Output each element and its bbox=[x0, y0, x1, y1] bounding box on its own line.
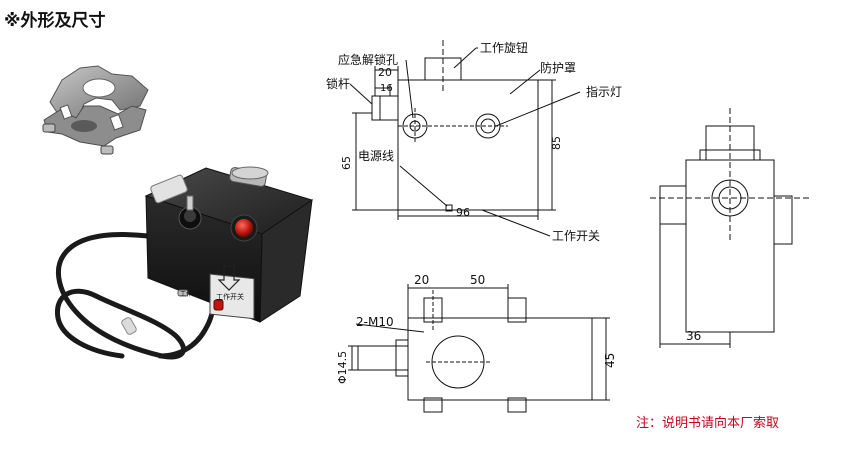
side-view-labels: 36 bbox=[686, 329, 701, 343]
label-indicator-lamp: 指示灯 bbox=[586, 84, 622, 99]
label-work-knob: 工作旋钮 bbox=[480, 40, 528, 55]
footnote: 注：说明书请向本厂索取 bbox=[636, 416, 780, 431]
label-lock-rod: 锁杆 bbox=[326, 76, 350, 91]
dim-65: 65 bbox=[340, 156, 353, 170]
top-view-labels: 20 50 2-M10 Φ14.5 45 bbox=[336, 273, 617, 384]
top-view-drawing bbox=[348, 284, 610, 413]
dim-20-top: 20 bbox=[414, 273, 429, 287]
side-view-drawing bbox=[650, 108, 810, 348]
dim-85: 85 bbox=[550, 136, 563, 150]
dim-45: 45 bbox=[603, 353, 617, 368]
front-view-drawing bbox=[349, 40, 581, 237]
label-power-cord: 电源线 bbox=[358, 149, 394, 163]
label-work-switch: 工作开关 bbox=[552, 229, 600, 243]
dim-phi: Φ14.5 bbox=[336, 351, 349, 384]
bracket-photo bbox=[42, 65, 149, 155]
box-label-line1: 工作开关 bbox=[216, 292, 244, 301]
page-title: ※外形及尺寸 bbox=[4, 11, 106, 31]
box-label-line2: 工作开关 bbox=[180, 290, 204, 298]
dim-36: 36 bbox=[686, 329, 701, 343]
dim-20-front: 20 bbox=[378, 66, 392, 79]
label-emergency-unlock-hole: 应急解锁孔 bbox=[338, 52, 398, 67]
switch-box-photo: 工作开关 工作开关 bbox=[144, 166, 314, 323]
cable-tie bbox=[121, 317, 137, 335]
label-guard: 防护罩 bbox=[540, 60, 576, 75]
dim-16-front: 16 bbox=[380, 83, 393, 94]
dim-96: 96 bbox=[456, 206, 470, 219]
dim-50-top: 50 bbox=[470, 273, 485, 287]
front-view-labels: 工作旋钮 防护罩 应急解锁孔 指示灯 锁杆 电源线 工作开关 20 16 65 … bbox=[326, 40, 622, 243]
thread-label: 2-M10 bbox=[356, 315, 394, 329]
